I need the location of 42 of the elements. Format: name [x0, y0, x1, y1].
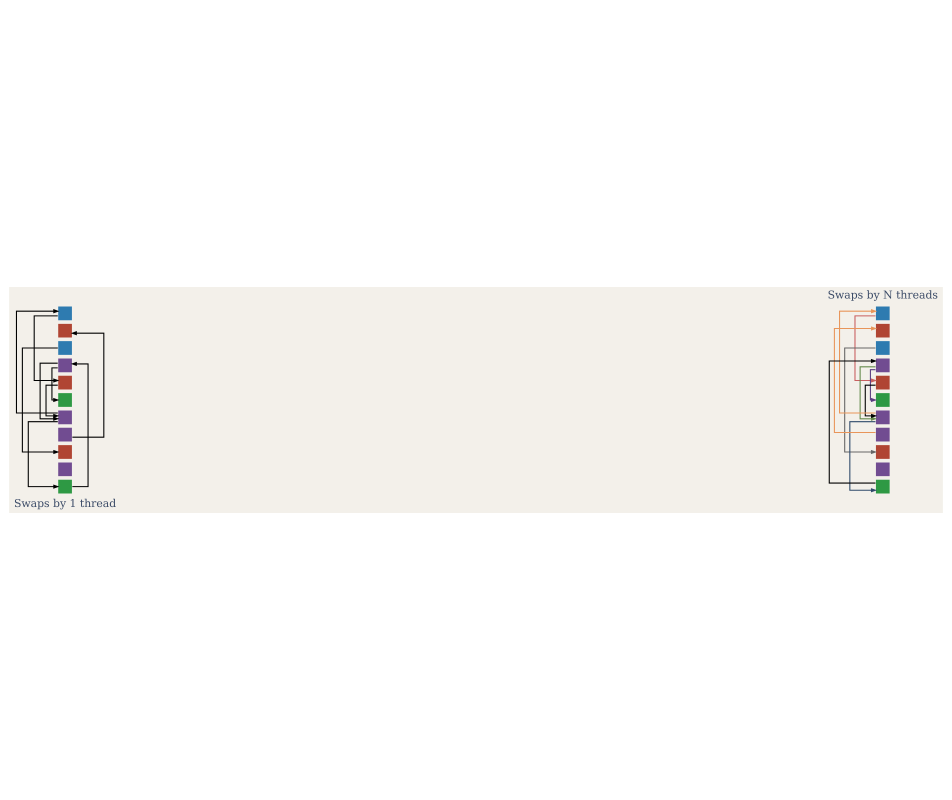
node-box — [875, 358, 890, 373]
arrow — [70, 331, 104, 438]
node-box — [57, 462, 73, 477]
arrow — [834, 326, 878, 434]
arrow — [70, 362, 89, 488]
arrow — [34, 315, 60, 383]
node-box — [875, 410, 890, 425]
arrow — [854, 315, 878, 383]
node-box — [57, 358, 73, 373]
arrow — [40, 362, 60, 421]
node-box — [875, 375, 890, 390]
node-box — [57, 444, 73, 460]
node-box — [875, 392, 890, 408]
node-box — [875, 340, 890, 356]
arrow — [864, 384, 878, 418]
node-box — [875, 427, 890, 442]
node-box — [57, 340, 73, 356]
arrow — [839, 309, 878, 414]
arrow — [828, 358, 878, 484]
node-box — [57, 479, 73, 494]
node-box — [57, 392, 73, 408]
label: Swaps by 1 thread — [14, 496, 116, 510]
node-box — [875, 479, 890, 494]
node-box — [875, 462, 890, 477]
node-box — [57, 323, 73, 338]
arrow — [28, 421, 60, 489]
arrow — [870, 369, 878, 402]
arrow — [844, 347, 878, 454]
node-box — [875, 444, 890, 460]
arrow — [16, 309, 60, 414]
node-box — [57, 375, 73, 390]
node-box — [57, 427, 73, 442]
arrow — [45, 384, 60, 418]
arrow — [849, 421, 878, 492]
arrow — [860, 366, 878, 421]
node-box — [875, 306, 890, 321]
node-box — [57, 306, 73, 321]
arrow — [22, 347, 60, 454]
node-box — [875, 323, 890, 338]
arrow — [51, 367, 60, 402]
node-box — [57, 410, 73, 425]
label: Swaps by N threads — [828, 288, 938, 302]
